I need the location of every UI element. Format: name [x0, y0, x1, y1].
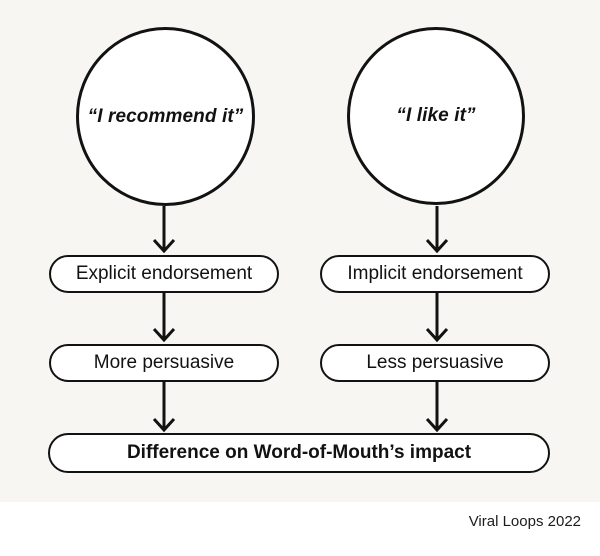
footer-strip: Viral Loops 2022 [0, 502, 600, 556]
node-explicit-endorsement: Explicit endorsement [49, 255, 279, 293]
arrow-implicit-to-less [425, 293, 449, 343]
node-circle-i-recommend-it: “I recommend it” [76, 27, 255, 206]
node-more-persuasive: More persuasive [49, 344, 279, 382]
arrow-explicit-to-more [152, 293, 176, 343]
credit-text: Viral Loops 2022 [468, 513, 581, 530]
explicit-endorsement-label: Explicit endorsement [75, 263, 253, 284]
node-implicit-endorsement: Implicit endorsement [320, 255, 550, 293]
arrow-more-to-difference [152, 382, 176, 433]
difference-word-of-mouth-impact-label: Difference on Word-of-Mouth’s impact [126, 442, 472, 463]
circle-i-like-it-label: “I like it” [396, 105, 476, 126]
circle-i-recommend-it-label: “I recommend it” [87, 105, 244, 127]
node-circle-i-like-it: “I like it” [347, 27, 525, 205]
node-less-persuasive: Less persuasive [320, 344, 550, 382]
node-difference-word-of-mouth-impact: Difference on Word-of-Mouth’s impact [48, 433, 550, 473]
less-persuasive-label: Less persuasive [366, 352, 504, 373]
arrow-like-to-implicit [425, 206, 449, 254]
more-persuasive-label: More persuasive [93, 352, 235, 373]
arrow-less-to-difference [425, 382, 449, 433]
arrow-recommend-to-explicit [152, 206, 176, 254]
implicit-endorsement-label: Implicit endorsement [347, 263, 523, 284]
